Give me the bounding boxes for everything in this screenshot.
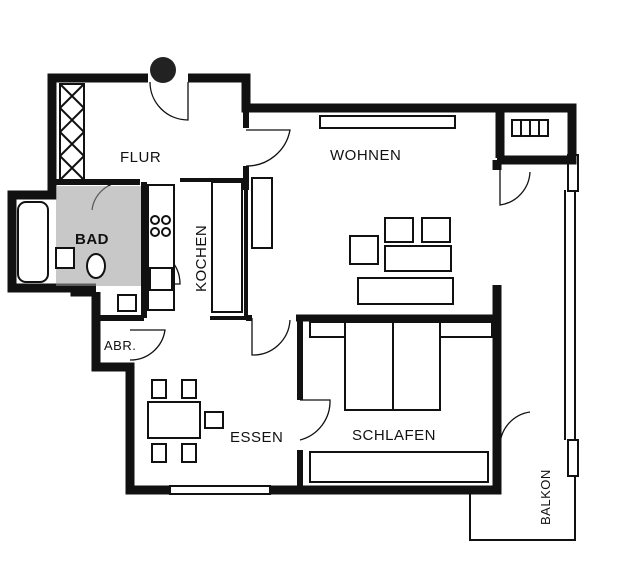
wardrobe xyxy=(309,451,489,483)
room-label-essen: ESSEN xyxy=(230,429,283,446)
window xyxy=(169,485,271,495)
kitchen-cabinet xyxy=(211,181,243,313)
room-label-schlafen: SCHLAFEN xyxy=(352,427,436,444)
door-essen[interactable] xyxy=(251,318,291,356)
door-mat-icon xyxy=(150,57,176,83)
balcony-door[interactable] xyxy=(499,170,531,206)
door-wohnen[interactable] xyxy=(245,129,291,167)
sideboard xyxy=(251,177,273,249)
room-label-kochen: KOCHEN xyxy=(193,225,210,292)
sofa xyxy=(357,277,454,305)
entrance-door[interactable] xyxy=(149,81,189,121)
window xyxy=(319,115,456,129)
sink xyxy=(55,247,75,269)
wardrobe xyxy=(59,83,85,181)
armchair xyxy=(349,235,379,265)
chair xyxy=(181,443,197,463)
room-label-abr: ABR. xyxy=(104,338,136,353)
room-label-flur: FLUR xyxy=(120,149,161,166)
room-label-balkon: BALKON xyxy=(538,469,553,525)
chair xyxy=(151,379,167,399)
fridge xyxy=(117,294,137,312)
door-schlafen[interactable] xyxy=(299,399,331,441)
chair xyxy=(151,443,167,463)
toilet xyxy=(86,253,106,279)
room-label-bad: BAD xyxy=(75,231,109,248)
kitchen-counter xyxy=(147,184,175,311)
bathtub xyxy=(17,201,49,283)
room-label-wohnen: WOHNEN xyxy=(330,147,401,164)
chair xyxy=(204,411,224,429)
balcony-planter xyxy=(567,439,579,477)
dining-table xyxy=(147,401,201,439)
armchair xyxy=(421,217,451,243)
balcony-door[interactable] xyxy=(499,410,531,446)
door-abr[interactable] xyxy=(129,329,166,361)
chair xyxy=(181,379,197,399)
coffee-table xyxy=(384,245,452,272)
armchair xyxy=(384,217,414,243)
